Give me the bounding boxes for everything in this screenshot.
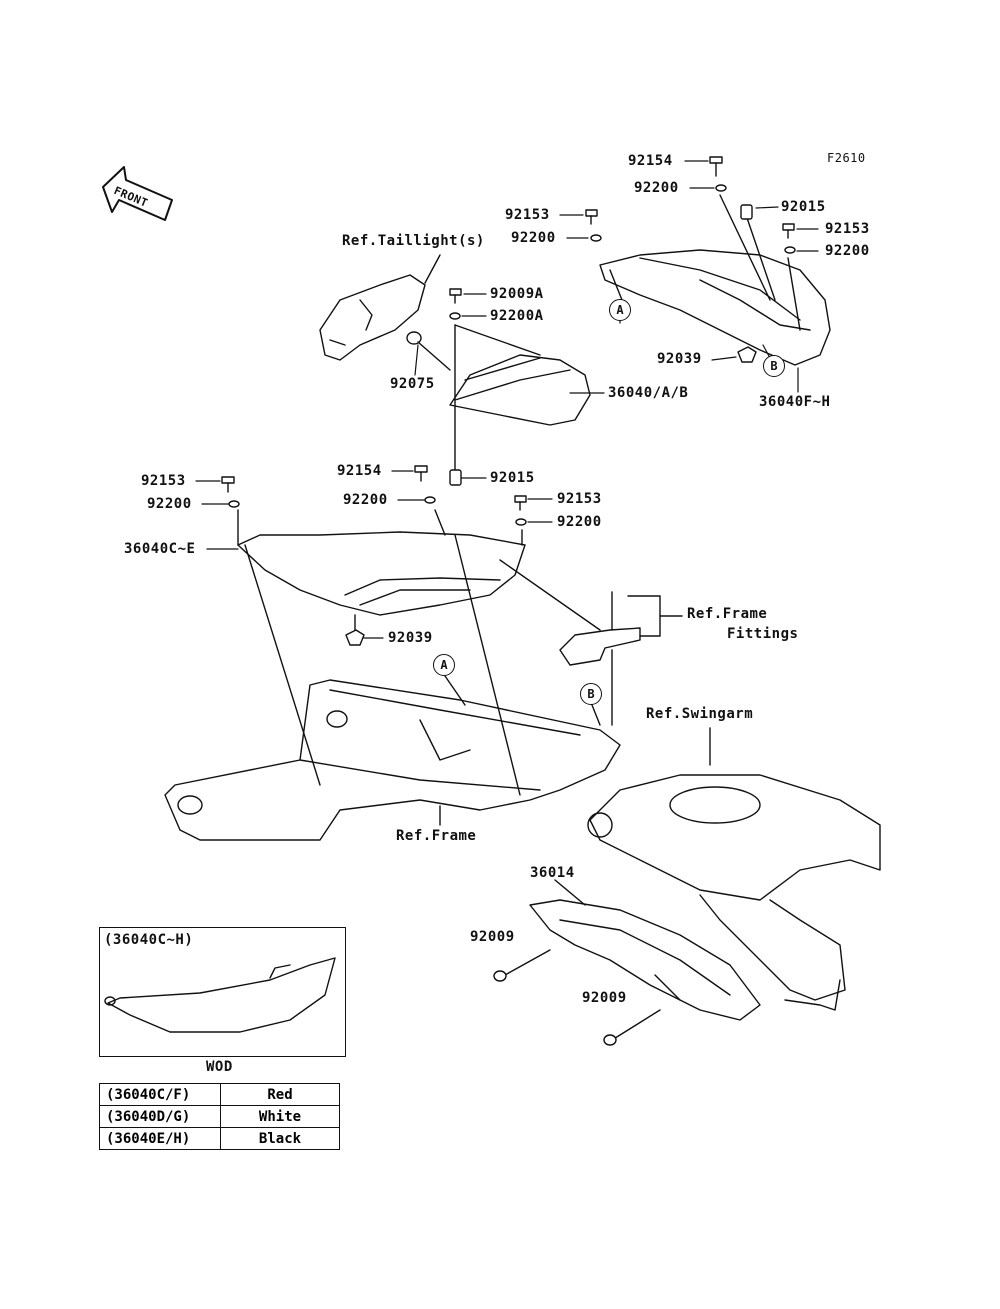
callout-b-lower: B [580, 683, 602, 705]
part-92200A: 92200A [490, 308, 544, 324]
wod-inset-box: (36040C~H) [99, 927, 346, 1057]
table-row: (36040C/F) Red [99, 1083, 340, 1106]
part-36040FH: 36040F~H [759, 394, 831, 410]
rear-cover-upper-right-shape [599, 194, 831, 366]
part-92154-top: 92154 [628, 153, 673, 169]
frame-reference-shape [164, 679, 621, 841]
table-cell-part: (36040E/H) [99, 1127, 221, 1150]
table-cell-color: White [220, 1105, 340, 1128]
part-36040AB: 36040/A/B [608, 385, 689, 401]
part-92200-mid-left: 92200 [147, 496, 192, 512]
figure-code: F2610 [827, 151, 866, 165]
part-92200-mid: 92200 [343, 492, 388, 508]
part-92075: 92075 [390, 376, 435, 392]
wod-caption: WOD [206, 1059, 233, 1075]
frame-fittings-shape [559, 591, 683, 666]
table-cell-color: Red [220, 1083, 340, 1106]
part-92009-left: 92009 [470, 929, 515, 945]
ref-swingarm-label: Ref.Swingarm [646, 706, 754, 722]
callout-b-upper: B [763, 355, 785, 377]
callout-a-upper: A [609, 299, 631, 321]
part-92200-top: 92200 [634, 180, 679, 196]
wod-box-title: (36040C~H) [104, 932, 194, 948]
part-92009A: 92009A [490, 286, 544, 302]
part-92039-mid: 92039 [388, 630, 433, 646]
part-92015-mid: 92015 [490, 470, 535, 486]
ref-frame-fittings-label-line2: Fittings [727, 626, 799, 642]
ref-frame-label: Ref.Frame [396, 828, 477, 844]
part-92200-mid-right: 92200 [557, 514, 602, 530]
callout-a-lower: A [433, 654, 455, 676]
part-92200-top-right: 92200 [825, 243, 870, 259]
center-panel-shape [449, 324, 591, 481]
part-92009-right: 92009 [582, 990, 627, 1006]
ref-taillight-label: Ref.Taillight(s) [342, 233, 485, 249]
ref-frame-fittings-label: Ref.Frame [687, 606, 768, 622]
part-92153-mid-right: 92153 [557, 491, 602, 507]
part-92015-top: 92015 [781, 199, 826, 215]
table-row: (36040E/H) Black [99, 1127, 340, 1150]
part-92154-mid: 92154 [337, 463, 382, 479]
part-36040CE: 36040C~E [124, 541, 196, 557]
table-cell-part: (36040C/F) [99, 1083, 221, 1106]
table-cell-color: Black [220, 1127, 340, 1150]
part-92153-mid-left: 92153 [141, 473, 186, 489]
part-92153-top-right: 92153 [825, 221, 870, 237]
part-92039-top: 92039 [657, 351, 702, 367]
part-92153-top-left: 92153 [505, 207, 550, 223]
swingarm-reference-shape [587, 727, 881, 1011]
front-arrow-icon [102, 166, 173, 221]
connection-lines [244, 534, 613, 796]
wod-cover-shape [104, 957, 336, 1033]
color-table: (36040C/F) Red (36040D/G) White (36040E/… [99, 1083, 340, 1150]
side-cover-shape [237, 509, 526, 639]
taillight-reference-shape [319, 254, 451, 371]
part-92200-top-left: 92200 [511, 230, 556, 246]
fastener-icons [221, 156, 796, 1046]
table-row: (36040D/G) White [99, 1105, 340, 1128]
part-36014: 36014 [530, 865, 575, 881]
table-cell-part: (36040D/G) [99, 1105, 221, 1128]
chain-guard-shape [504, 879, 761, 1041]
